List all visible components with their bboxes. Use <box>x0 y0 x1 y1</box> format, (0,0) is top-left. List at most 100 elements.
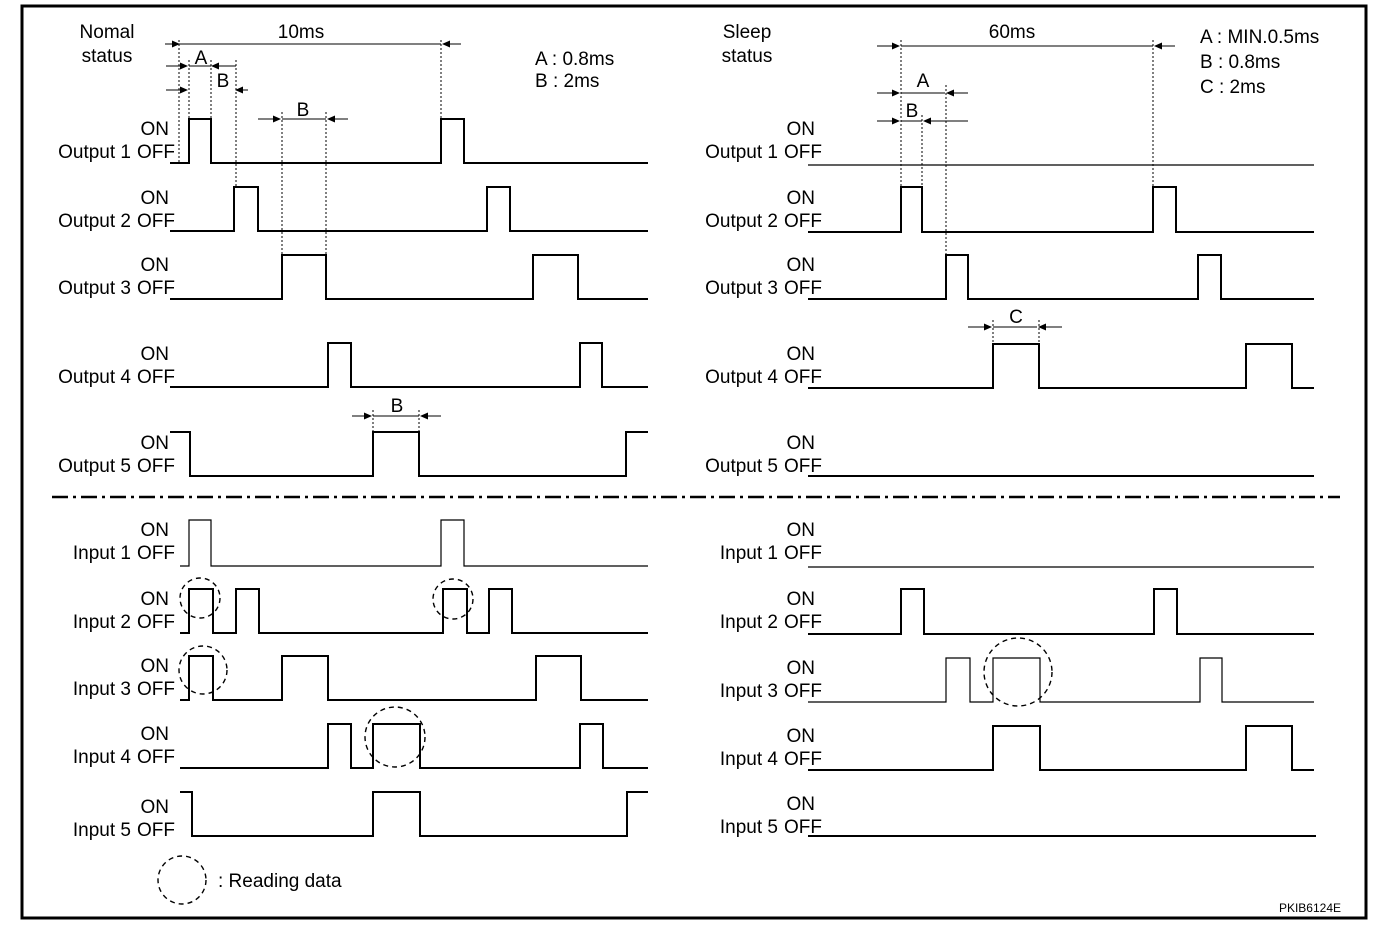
sleep-output-4-off: OFF <box>784 367 822 388</box>
sleep-input-4-waveform <box>808 725 1314 771</box>
normal-output-1-waveform <box>170 118 648 164</box>
sleep-input-5-label: Input 5 <box>720 817 778 838</box>
normal-output-4-off: OFF <box>137 367 175 388</box>
normal-output-1-on: ON <box>141 119 170 140</box>
sleep-output-2-on: ON <box>787 188 816 209</box>
sleep-output-2-label: Output 2 <box>705 211 778 232</box>
sleep-input-4-on: ON <box>787 726 816 747</box>
normal-input-5-off: OFF <box>137 820 175 841</box>
sleep-period-label: 60ms <box>989 22 1035 43</box>
sleep-status-title-line2: status <box>722 46 773 67</box>
sleep-input-3-waveform <box>808 657 1314 703</box>
normal-dim-b3-label: B <box>391 396 404 417</box>
reading-data-marker <box>179 577 221 619</box>
sleep-output-1-off: OFF <box>784 142 822 163</box>
sleep-input-4-label: Input 4 <box>720 749 779 770</box>
sleep-input-4-off: OFF <box>784 749 822 770</box>
sleep-input-2-waveform <box>808 588 1314 635</box>
sleep-output-3-label: Output 3 <box>705 278 778 299</box>
sleep-output-5-off: OFF <box>784 456 822 477</box>
normal-output-5-on: ON <box>141 433 170 454</box>
normal-output-2-label: Output 2 <box>58 211 131 232</box>
sleep-dim-b-label: B <box>906 101 919 122</box>
normal-input-3-on: ON <box>141 656 170 677</box>
normal-output-4-waveform <box>170 342 648 388</box>
normal-output-2-on: ON <box>141 188 170 209</box>
figure-code: PKIB6124E <box>1279 901 1341 915</box>
normal-input-5-waveform <box>180 791 648 837</box>
normal-output-3-label: Output 3 <box>58 278 131 299</box>
sleep-output-1-label: Output 1 <box>705 142 778 163</box>
normal-output-5-label: Output 5 <box>58 456 131 477</box>
sleep-output-4-label: Output 4 <box>705 367 778 388</box>
normal-dim-a-label: A <box>195 48 208 69</box>
sleep-output-1-on: ON <box>787 119 816 140</box>
sleep-input-2-label: Input 2 <box>720 612 778 633</box>
normal-output-3-on: ON <box>141 255 170 276</box>
sleep-output-5-label: Output 5 <box>705 456 778 477</box>
reading-data-legend-label: : Reading data <box>218 871 342 892</box>
sleep-input-3-label: Input 3 <box>720 681 778 702</box>
sleep-output-3-waveform <box>808 254 1314 300</box>
normal-dim-b2-label: B <box>297 100 310 121</box>
normal-output-5-waveform <box>170 431 648 477</box>
sleep-input-2-on: ON <box>787 589 816 610</box>
normal-status-title-line2: status <box>82 46 133 67</box>
normal-output-2-waveform <box>170 186 648 232</box>
normal-input-5-label: Input 5 <box>73 820 131 841</box>
sleep-output-3-off: OFF <box>784 278 822 299</box>
normal-status-title-line1: Nomal <box>80 22 135 43</box>
normal-input-2-off: OFF <box>137 612 175 633</box>
normal-input-1-waveform <box>180 519 648 567</box>
normal-input-3-label: Input 3 <box>73 679 131 700</box>
sleep-input-2-off: OFF <box>784 612 822 633</box>
sleep-status-title-line1: Sleep <box>723 22 772 43</box>
normal-input-4-on: ON <box>141 724 170 745</box>
normal-legend-a: A : 0.8ms <box>535 49 614 70</box>
normal-output-3-waveform <box>170 254 648 300</box>
normal-input-2-on: ON <box>141 589 170 610</box>
sleep-output-2-waveform <box>808 186 1314 233</box>
sleep-input-3-on: ON <box>787 658 816 679</box>
sleep-input-1-on: ON <box>787 520 816 541</box>
normal-input-2-waveform <box>180 588 648 634</box>
normal-input-1-off: OFF <box>137 543 175 564</box>
sleep-output-3-on: ON <box>787 255 816 276</box>
sleep-dim-c-label: C <box>1009 307 1023 328</box>
sleep-output-4-on: ON <box>787 344 816 365</box>
normal-output-4-label: Output 4 <box>58 367 131 388</box>
normal-output-1-off: OFF <box>137 142 175 163</box>
normal-input-1-on: ON <box>141 520 170 541</box>
reading-data-marker <box>364 706 426 768</box>
sleep-output-2-off: OFF <box>784 211 822 232</box>
normal-input-3-off: OFF <box>137 679 175 700</box>
diagram-frame <box>20 4 1368 920</box>
reading-data-marker <box>983 637 1053 707</box>
reading-data-legend-circle <box>157 855 207 905</box>
normal-input-1-label: Input 1 <box>73 543 131 564</box>
sleep-legend-a: A : MIN.0.5ms <box>1200 27 1319 48</box>
reading-data-marker <box>432 578 474 620</box>
sleep-input-3-off: OFF <box>784 681 822 702</box>
normal-input-2-label: Input 2 <box>73 612 131 633</box>
normal-input-3-waveform <box>180 655 648 701</box>
normal-output-4-on: ON <box>141 344 170 365</box>
sleep-input-5-on: ON <box>787 794 816 815</box>
normal-output-3-off: OFF <box>137 278 175 299</box>
reading-data-marker <box>178 645 228 695</box>
sleep-input-1-off: OFF <box>784 543 822 564</box>
normal-dim-b-label: B <box>217 71 230 92</box>
sleep-input-1-label: Input 1 <box>720 543 778 564</box>
sleep-input-5-off: OFF <box>784 817 822 838</box>
sleep-legend-c: C : 2ms <box>1200 77 1265 98</box>
normal-input-5-on: ON <box>141 797 170 818</box>
normal-period-label: 10ms <box>278 22 324 43</box>
normal-input-4-off: OFF <box>137 747 175 768</box>
sleep-legend-b: B : 0.8ms <box>1200 52 1280 73</box>
sleep-output-5-on: ON <box>787 433 816 454</box>
sleep-output-4-waveform <box>808 343 1314 389</box>
normal-output-5-off: OFF <box>137 456 175 477</box>
normal-input-4-waveform <box>180 723 648 769</box>
normal-input-4-label: Input 4 <box>73 747 132 768</box>
